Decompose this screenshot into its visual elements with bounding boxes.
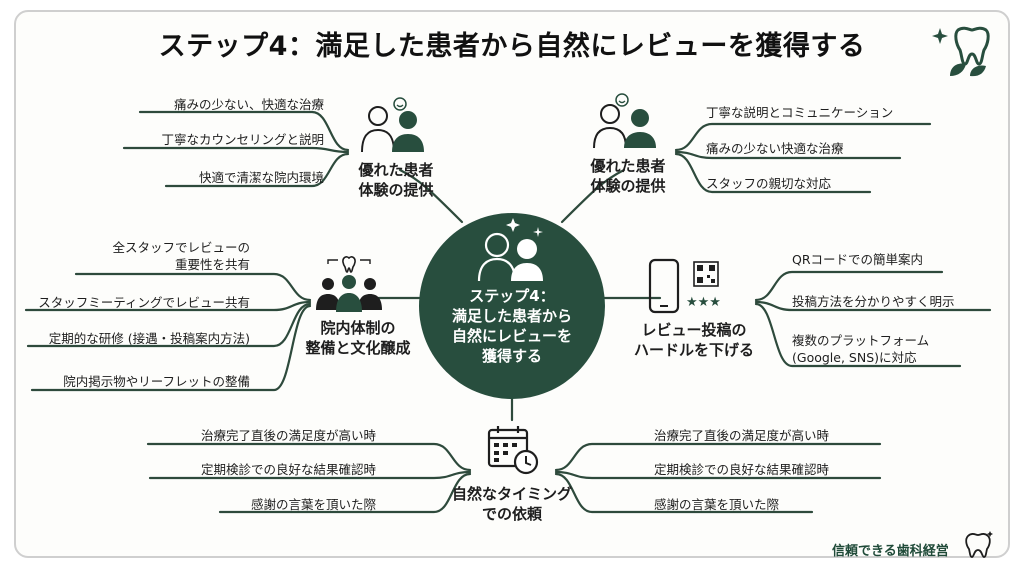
node-label-line: 優れた患者 [590, 157, 666, 175]
list-item: 投稿方法を分かりやすく明示 [792, 294, 955, 309]
node-label-line: 体験の提供 [590, 177, 666, 195]
list-item: スタッフの親切な対応 [706, 176, 832, 191]
tooth-sparkle-logo-icon [932, 26, 990, 77]
dentist-patient-icon [477, 218, 543, 282]
list-item: 定期的な研修 (接遇・投稿案内方法) [48, 331, 250, 346]
node-label-line: 院内体制の [320, 319, 396, 337]
list-item: 快適で清潔な院内環境 [198, 170, 324, 185]
list-item: 全スタッフでレビューの 重要性を共有 [30, 239, 250, 273]
tooth-outline-icon [965, 531, 993, 558]
node-natural-timing: 自然なタイミング での依頼 [432, 484, 592, 524]
center-title: ステップ4： 満足した患者から 自然にレビューを 獲得する [419, 286, 605, 366]
list-item-line: 重要性を共有 [174, 257, 250, 272]
center-step4-circle [419, 213, 605, 399]
list-item: スタッフミーティングでレビュー共有 [38, 295, 250, 310]
node-label-line: ハードルを下げる [633, 341, 754, 359]
node-label-line: 優れた患者 [358, 161, 434, 179]
list-item-line: 全スタッフでレビューの [112, 240, 250, 255]
list-item: 治療完了直後の満足度が高い時 [200, 428, 376, 443]
node-patient-experience-right: 優れた患者 体験の提供 [576, 156, 680, 196]
footer-brand: 信頼できる歯科経営 [832, 544, 949, 559]
staff-team-icon [316, 256, 382, 312]
smartphone-qr-icon: ★★★ [648, 258, 721, 314]
calendar-clock-icon [487, 426, 539, 475]
node-label-line: 整備と文化醸成 [305, 339, 411, 357]
patients-icon [361, 97, 424, 152]
node-clinic-culture: 院内体制の 整備と文化醸成 [298, 318, 418, 358]
list-item: 治療完了直後の満足度が高い時 [654, 428, 830, 443]
list-item: 定期検診での良好な結果確認時 [654, 462, 830, 477]
center-line: 自然にレビューを [451, 327, 572, 345]
list-item: 複数のプラットフォーム (Google, SNS)に対応 [792, 332, 929, 366]
node-lower-review-hurdle: レビュー投稿の ハードルを下げる [624, 320, 764, 360]
svg-text:★★★: ★★★ [686, 295, 721, 310]
node-label-line: 自然なタイミング [451, 485, 572, 503]
list-item-line: (Google, SNS)に対応 [792, 350, 917, 365]
list-item: 痛みの少ない快適な治療 [706, 141, 844, 156]
center-line: ステップ4： [469, 287, 555, 305]
list-item: 感謝の言葉を頂いた際 [654, 497, 780, 512]
list-item: 感謝の言葉を頂いた際 [250, 497, 376, 512]
center-line: 獲得する [481, 347, 542, 365]
list-item: QRコードでの簡単案内 [792, 252, 924, 267]
center-line: 満足した患者から [451, 307, 572, 325]
page-title: ステップ4：満足した患者から自然にレビューを獲得する [158, 31, 866, 62]
node-patient-experience-left: 優れた患者 体験の提供 [344, 160, 448, 200]
list-item: 定期検診での良好な結果確認時 [200, 462, 376, 477]
list-item: 丁寧なカウンセリングと説明 [161, 132, 324, 147]
list-item-line: 複数のプラットフォーム [792, 333, 930, 348]
node-label-line: 体験の提供 [358, 181, 434, 199]
node-label-line: レビュー投稿の [641, 321, 747, 339]
list-item: 痛みの少ない、快適な治療 [173, 97, 324, 112]
list-item: 院内掲示物やリーフレットの整備 [63, 374, 250, 389]
node-label-line: での依頼 [481, 505, 542, 523]
list-item: 丁寧な説明とコミュニケーション [706, 105, 894, 120]
patients-icon [593, 93, 656, 148]
